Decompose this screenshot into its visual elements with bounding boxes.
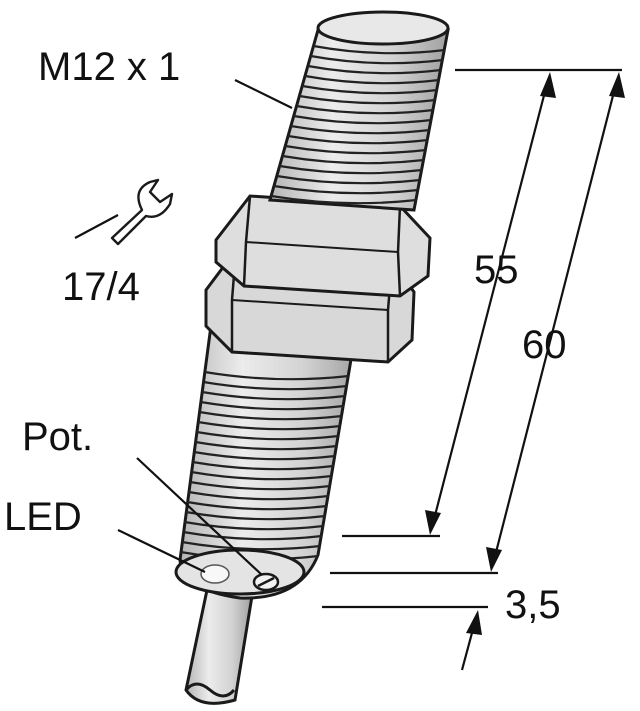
thread-line: [290, 124, 430, 135]
thread-line: [201, 390, 346, 401]
arrow-3-5: [466, 610, 482, 635]
thread-line: [193, 450, 336, 461]
dimension-lines: [322, 68, 622, 671]
thread-line: [189, 480, 331, 491]
led-window: [200, 564, 230, 584]
upper-threaded-body: [268, 10, 450, 212]
arrow-55-top: [540, 72, 556, 98]
led-leader: [117, 529, 206, 573]
thread-line: [195, 440, 338, 451]
pot-leader: [136, 457, 263, 576]
thread-line: [276, 174, 421, 185]
thread-line: [282, 154, 425, 165]
upper-thread-lines: [270, 44, 446, 205]
thread-line: [192, 460, 334, 471]
thread-line: [184, 520, 324, 531]
dimension-60-label: 60: [522, 323, 567, 367]
thread-line: [310, 54, 444, 65]
thread-label: M12 x 1: [38, 45, 180, 89]
lower-threaded-body: [174, 316, 360, 600]
thread-line: [196, 430, 339, 441]
dimension-3-5-label: 3,5: [505, 583, 561, 627]
wrench-leader: [74, 214, 119, 239]
thread-line: [313, 44, 446, 55]
led-label: LED: [4, 495, 82, 539]
arrow-60-bottom: [486, 547, 502, 572]
dim-line-60: [491, 79, 619, 565]
thread-leader: [234, 79, 293, 109]
thread-line: [279, 164, 423, 175]
thread-line: [287, 134, 429, 145]
upper-hex-nut: [214, 194, 432, 298]
leader-lines: [74, 79, 293, 576]
thread-line: [204, 370, 350, 381]
thread-line: [197, 420, 341, 431]
pot-label: Pot.: [22, 415, 93, 459]
thread-line: [191, 470, 333, 481]
thread-line: [273, 184, 419, 195]
thread-line: [296, 104, 434, 115]
thread-line: [299, 94, 436, 105]
thread-line: [200, 400, 344, 411]
sensor-end-cap: [174, 548, 306, 596]
thread-line: [307, 64, 442, 75]
thread-line: [270, 194, 417, 205]
thread-line: [293, 114, 432, 125]
thread-line: [186, 500, 328, 511]
thread-line: [285, 144, 427, 155]
thread-line: [304, 74, 440, 85]
thread-line: [203, 380, 348, 391]
dim-line-55: [430, 79, 550, 528]
cable: [184, 588, 254, 705]
thread-line: [199, 410, 343, 421]
thread-line: [301, 84, 438, 95]
thread-line: [185, 510, 326, 521]
wrench-icon: [110, 178, 174, 246]
dimension-55-label: 55: [474, 248, 519, 292]
thread-line: [188, 490, 329, 501]
sensor-face: [316, 10, 450, 46]
thread-line: [182, 530, 323, 541]
dimension-arrows: [425, 72, 625, 635]
arrow-60-top: [609, 72, 625, 98]
arrow-55-bottom: [425, 510, 441, 535]
wrench-size-label: 17/4: [62, 265, 140, 309]
